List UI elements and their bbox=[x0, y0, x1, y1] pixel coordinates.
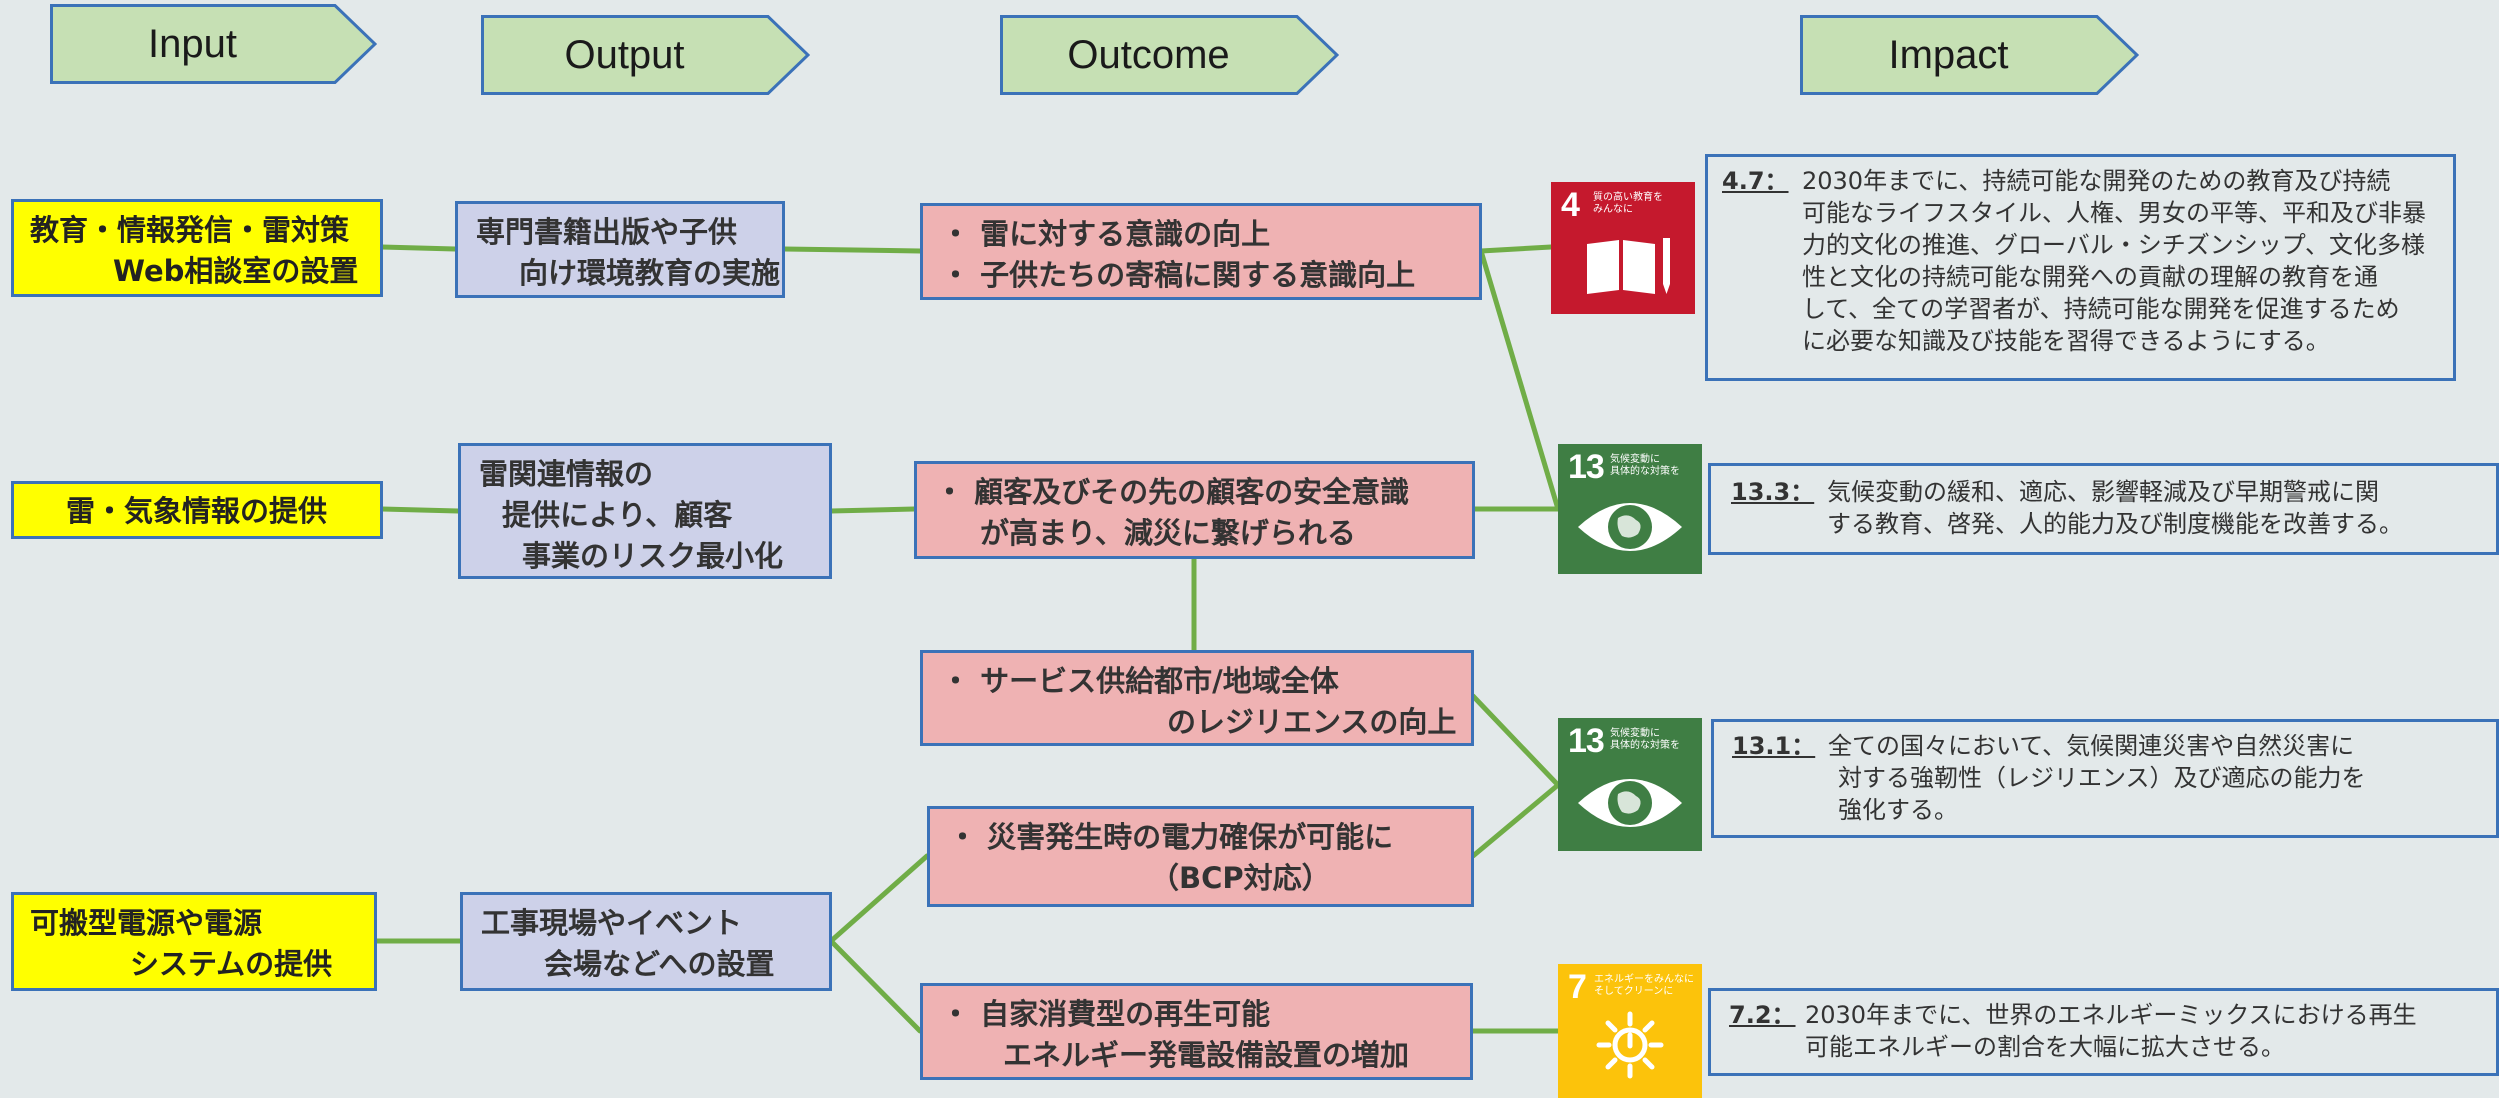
impact-line: 気候変動の緩和、適応、影響軽減及び早期警戒に関 bbox=[1827, 478, 2379, 506]
sdg-title: 気候変動に 具体的な対策を bbox=[1610, 454, 1680, 477]
header-outcome-label: Outcome bbox=[1067, 32, 1230, 77]
input-box-line: システムの提供 bbox=[130, 947, 333, 981]
output-box-lightning-info: 雷関連情報の 提供により、顧客 事業のリスク最小化 bbox=[458, 443, 832, 579]
outcome-box-line: ・ 子供たちの寄稿に関する意識向上 bbox=[941, 258, 1416, 292]
connector-line bbox=[1470, 693, 1561, 788]
output-box-line: 提供により、顧客 bbox=[502, 498, 733, 532]
input-box-line: 教育・情報発信・雷対策 bbox=[30, 213, 350, 247]
outcome-box-line: ・ サービス供給都市/地域全体 bbox=[941, 664, 1339, 698]
input-box-line: Web相談室の設置 bbox=[113, 254, 359, 288]
output-box-line: 工事現場やイベント bbox=[481, 906, 743, 940]
output-box-books: 専門書籍出版や子供 向け環境教育の実施 bbox=[455, 201, 785, 298]
header-input-label: Input bbox=[148, 21, 237, 66]
impact-target: 13.1： bbox=[1732, 732, 1816, 760]
impact-target: 4.7： bbox=[1722, 167, 1789, 195]
impact-line: 可能エネルギーの割合を大幅に拡大させる。 bbox=[1805, 1033, 2285, 1061]
impact-line: 全ての国々において、気候関連災害や自然災害に bbox=[1828, 732, 2355, 760]
impact-line: 可能なライフスタイル、人権、男女の平等、平和及び非暴 bbox=[1802, 199, 2426, 227]
earth-eye-icon bbox=[1578, 503, 1682, 551]
connector-line bbox=[1478, 244, 1554, 254]
impact-line: 対する強靭性（レジリエンス）及び適応の能力を bbox=[1838, 764, 2366, 792]
connector-line bbox=[781, 246, 923, 254]
input-box-line: 雷・気象情報の提供 bbox=[66, 494, 328, 528]
connector-line bbox=[1470, 782, 1561, 859]
output-box-installation: 工事現場やイベント 会場などへの設置 bbox=[460, 892, 832, 991]
impact-box-7-2: 7.2： 2030年までに、世界のエネルギーミックスにおける再生 可能エネルギー… bbox=[1708, 988, 2499, 1076]
impact-line: する教育、啓発、人的能力及び制度機能を改善する。 bbox=[1827, 510, 2403, 538]
impact-box-13-3: 13.3： 気候変動の緩和、適応、影響軽減及び早期警戒に関 する教育、啓発、人的… bbox=[1708, 463, 2499, 555]
sdg-13-icon: 13 気候変動に 具体的な対策を bbox=[1558, 444, 1702, 574]
header-input: Input bbox=[50, 4, 377, 84]
impact-box-4-7: 4.7： 2030年までに、持続可能な開発のための教育及び持続 可能なライフスタ… bbox=[1705, 154, 2456, 381]
output-box-line: 雷関連情報の bbox=[479, 457, 654, 491]
connector-line bbox=[828, 853, 930, 944]
outcome-box-line: （BCP対応） bbox=[1150, 861, 1331, 895]
impact-target: 7.2： bbox=[1729, 1001, 1796, 1029]
connector-line bbox=[828, 506, 917, 514]
outcome-box-safety: ・ 顧客及びその先の顧客の安全意識 が高まり、減災に繋げられる bbox=[914, 461, 1475, 559]
sdg-7-icon: 7 エネルギーをみんなに そしてクリーンに bbox=[1558, 964, 1702, 1098]
output-box-line: 専門書籍出版や子供 bbox=[476, 215, 738, 249]
sdg-number: 7 bbox=[1568, 968, 1587, 1006]
sdg-13-icon: 13 気候変動に 具体的な対策を bbox=[1558, 718, 1702, 851]
earth-eye-icon bbox=[1578, 779, 1682, 827]
outcome-box-line: ・ 顧客及びその先の顧客の安全意識 bbox=[935, 475, 1410, 509]
sdg-title: エネルギーをみんなに そしてクリーンに bbox=[1594, 974, 1694, 997]
book-pencil-icon bbox=[1587, 238, 1670, 294]
input-box-weather-info: 雷・気象情報の提供 bbox=[11, 481, 383, 539]
connector-line bbox=[379, 244, 458, 252]
outcome-box-awareness: ・ 雷に対する意識の向上 ・ 子供たちの寄稿に関する意識向上 bbox=[920, 203, 1482, 300]
connector-line bbox=[379, 506, 461, 514]
outcome-box-line: エネルギー発電設備設置の増加 bbox=[1003, 1038, 1410, 1072]
outcome-box-bcp: ・ 災害発生時の電力確保が可能に （BCP対応） bbox=[927, 806, 1474, 907]
header-outcome: Outcome bbox=[1000, 15, 1339, 95]
output-box-line: 事業のリスク最小化 bbox=[522, 539, 784, 573]
sdg-number: 4 bbox=[1561, 186, 1580, 224]
impact-line: して、全ての学習者が、持続可能な開発を促進するため bbox=[1802, 295, 2400, 323]
sdg-4-icon: 4 質の高い教育を みんなに bbox=[1551, 182, 1695, 314]
outcome-box-line: ・ 災害発生時の電力確保が可能に bbox=[948, 820, 1394, 854]
impact-line: 強化する。 bbox=[1838, 796, 1958, 824]
outcome-box-resilience: ・ サービス供給都市/地域全体 のレジリエンスの向上 bbox=[920, 650, 1474, 746]
impact-target: 13.3： bbox=[1731, 478, 1815, 506]
sun-power-icon bbox=[1596, 1011, 1664, 1079]
impact-line: 力的文化の推進、グローバル・シチズンシップ、文化多様 bbox=[1802, 231, 2426, 259]
header-output: Output bbox=[481, 15, 810, 95]
impact-box-13-1: 13.1： 全ての国々において、気候関連災害や自然災害に 対する強靭性（レジリエ… bbox=[1711, 719, 2499, 838]
header-impact: Impact bbox=[1800, 15, 2139, 95]
impact-line: 2030年までに、持続可能な開発のための教育及び持続 bbox=[1802, 167, 2391, 195]
output-box-line: 向け環境教育の実施 bbox=[519, 256, 781, 290]
header-output-label: Output bbox=[564, 32, 685, 77]
input-box-line: 可搬型電源や電源 bbox=[30, 906, 263, 940]
connector-line bbox=[828, 938, 923, 1034]
outcome-box-line: のレジリエンスの向上 bbox=[1167, 705, 1457, 739]
impact-line: 性と文化の持続可能な開発への貢献の理解の教育を通 bbox=[1802, 263, 2378, 291]
sdg-title: 気候変動に 具体的な対策を bbox=[1610, 728, 1680, 751]
input-box-education: 教育・情報発信・雷対策 Web相談室の設置 bbox=[11, 199, 383, 297]
sdg-number: 13 bbox=[1568, 448, 1605, 486]
impact-line: 2030年までに、世界のエネルギーミックスにおける再生 bbox=[1805, 1001, 2417, 1029]
sdg-title: 質の高い教育を みんなに bbox=[1593, 192, 1663, 215]
outcome-box-line: ・ 自家消費型の再生可能 bbox=[941, 997, 1271, 1031]
outcome-box-line: ・ 雷に対する意識の向上 bbox=[941, 217, 1271, 251]
sdg-number: 13 bbox=[1568, 722, 1605, 760]
impact-line: に必要な知識及び技能を習得できるようにする。 bbox=[1802, 327, 2330, 355]
outcome-box-line: が高まり、減災に繋げられる bbox=[980, 516, 1356, 550]
outcome-box-renewable: ・ 自家消費型の再生可能 エネルギー発電設備設置の増加 bbox=[920, 983, 1473, 1080]
output-box-line: 会場などへの設置 bbox=[544, 947, 775, 981]
input-box-portable-power: 可搬型電源や電源 システムの提供 bbox=[11, 892, 377, 991]
connector-line bbox=[1478, 248, 1561, 512]
header-impact-label: Impact bbox=[1888, 32, 2009, 77]
